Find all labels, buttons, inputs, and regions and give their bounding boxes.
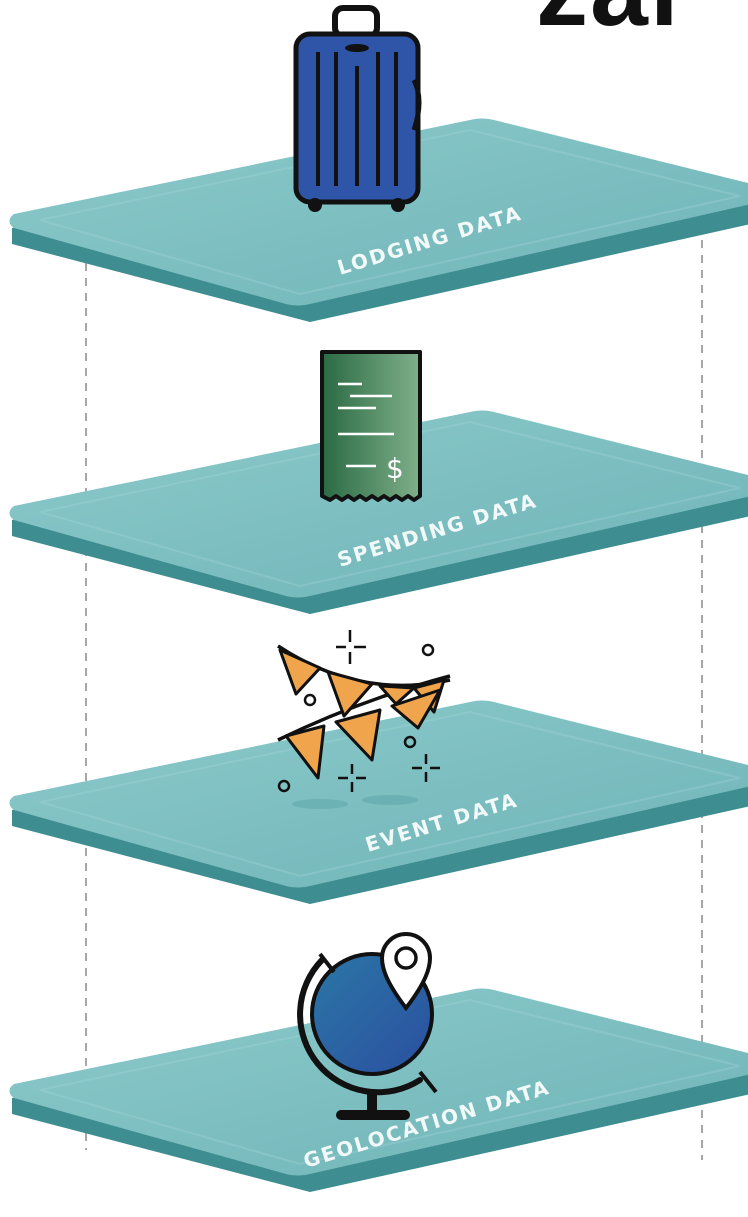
svg-text:$: $ <box>386 452 404 485</box>
receipt-icon: $ <box>322 352 420 500</box>
suitcase-icon <box>296 8 419 212</box>
page-title-fragment: zar <box>536 0 692 42</box>
